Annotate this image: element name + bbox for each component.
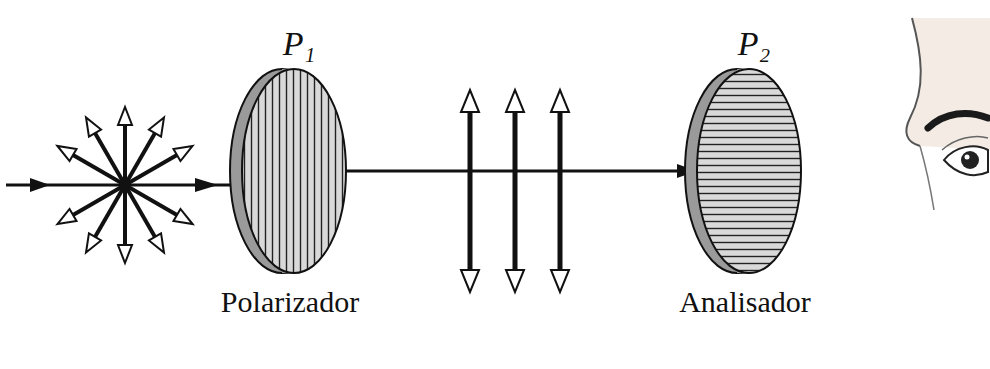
- polarized-vector-head: [506, 270, 524, 292]
- field-vector-head: [57, 209, 76, 224]
- field-vector: [123, 185, 127, 245]
- ray-arrowhead: [30, 178, 50, 192]
- light-ray: [346, 170, 695, 173]
- field-vector: [123, 125, 127, 185]
- element-name: Polarizador: [221, 284, 359, 320]
- source-center: [119, 179, 131, 191]
- field-vector-head: [86, 233, 101, 252]
- field-vector-head: [173, 146, 192, 161]
- field-vector: [125, 185, 177, 215]
- field-vector: [73, 155, 125, 185]
- polarized-vector-head: [461, 270, 479, 292]
- field-vector: [95, 185, 125, 237]
- field-vector-head: [86, 117, 101, 136]
- polarized-vector-head: [551, 270, 569, 292]
- polarized-vector: [468, 112, 473, 270]
- polarizer-disk: P₁ Polarizador: [200, 24, 380, 320]
- polarized-vector-head: [461, 90, 479, 112]
- disk-shape: [220, 64, 360, 278]
- disk-face: [242, 69, 346, 273]
- field-vector-head: [173, 209, 192, 224]
- analyzer-disk: P₂ Analisador: [655, 24, 835, 320]
- element-symbol: P₁: [265, 24, 316, 64]
- polarized-light-symbol: [461, 90, 569, 292]
- ray-arrowhead: [195, 178, 218, 192]
- element-symbol: P₂: [720, 24, 771, 64]
- element-name: Analisador: [679, 284, 811, 320]
- disk-face: [697, 69, 801, 273]
- disk-shape: [675, 64, 815, 278]
- polarized-vector: [558, 112, 563, 270]
- unpolarized-light-symbol: [6, 107, 240, 263]
- field-vector-head: [118, 245, 132, 263]
- polarized-vector: [513, 112, 518, 270]
- field-vector-head: [57, 146, 76, 161]
- field-vector: [125, 133, 155, 185]
- field-vector-head: [149, 233, 164, 252]
- field-vector-head: [149, 117, 164, 136]
- polarized-vector-head: [506, 90, 524, 112]
- field-vector-head: [118, 107, 132, 125]
- observer-eye: [906, 18, 990, 210]
- polarized-vector-head: [551, 90, 569, 112]
